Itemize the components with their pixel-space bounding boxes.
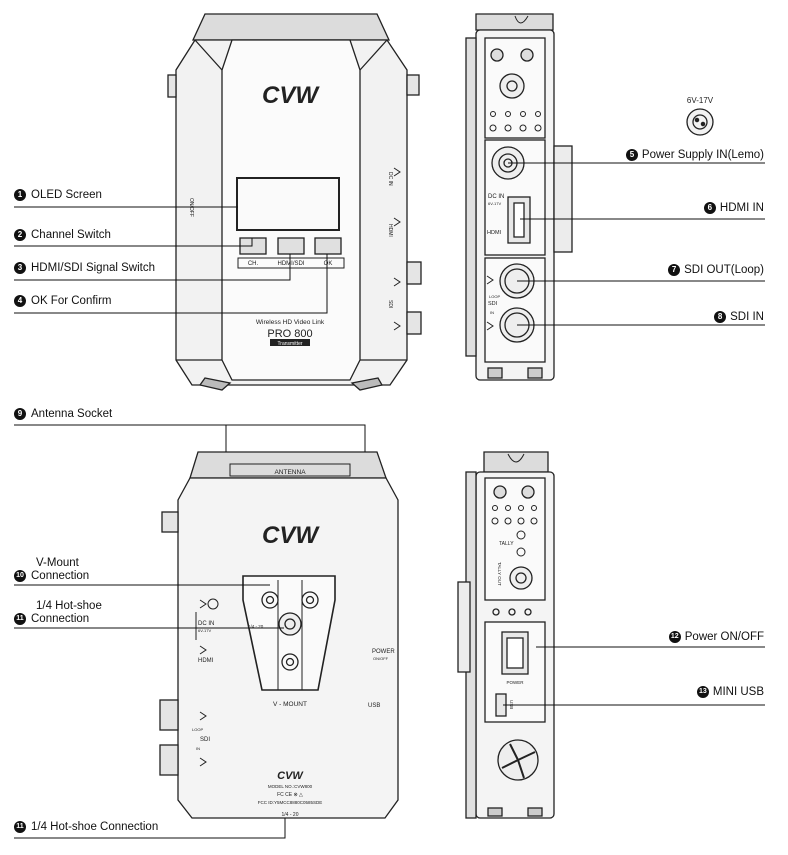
side2-tally-out: TALLY OUT [497, 562, 502, 586]
back-usb: USB [368, 703, 380, 709]
brand-logo-small: CVW [277, 770, 304, 782]
callout-number: 9 [14, 408, 26, 420]
side-dcin: DC IN [488, 194, 504, 200]
lemo-connector-icon [686, 108, 714, 136]
callout-v-mount: V-Mount 10 Connection [14, 557, 89, 583]
side-sdi: SDI [488, 301, 498, 307]
callout-number: 6 [703, 202, 716, 214]
back-fcc-id: FCC ID:Y5MCC8880C0585SDE [258, 800, 323, 805]
side-dcin-volt: 6V-17V [488, 201, 501, 206]
side-view-2-device [457, 451, 555, 819]
callout-number: 12 [668, 631, 681, 643]
callout-number: 11 [14, 821, 26, 833]
callout-number: 8 [714, 311, 727, 323]
callout-oled-screen: 1 OLED Screen [14, 189, 102, 202]
btn-ok-label: OK [324, 261, 333, 267]
callout-number: 2 [14, 229, 26, 241]
callout-text: 1/4 Hot-shoe [36, 600, 102, 612]
side2-usb: USB [509, 700, 514, 709]
front-port-hdmi: HDMI [387, 224, 393, 237]
side-loop: LOOP [489, 294, 500, 299]
back-quarter: 1/4 - 20 [248, 624, 264, 629]
callout-text: Antenna Socket [31, 408, 113, 421]
callout-text: OLED Screen [31, 189, 102, 202]
front-port-dcin: DC IN [387, 172, 393, 186]
brand-logo-front: CVW [262, 82, 320, 109]
callout-text: OK For Confirm [31, 295, 112, 308]
back-onoff: ON/OFF [373, 656, 389, 661]
callout-text-2: Connection [31, 570, 90, 583]
front-side-onoff: ON/OFF [188, 198, 194, 217]
callout-text: SDI OUT(Loop) [684, 264, 764, 277]
back-dcin-volt: 6V-17V [198, 628, 211, 633]
back-model-no: MODEL NO.:CVW800 [268, 784, 313, 789]
lemo-voltage: 6V-17V [687, 96, 714, 105]
front-view-device [167, 13, 422, 391]
back-power: POWER [372, 649, 395, 655]
front-product-line: Wireless HD Video Link [256, 319, 325, 326]
back-dcin: DC IN [198, 621, 214, 627]
badge-bg [270, 339, 310, 346]
btn-ch-label: CH. [248, 261, 259, 267]
callout-hot-shoe-bottom: 11 1/4 Hot-shoe Connection [14, 821, 158, 834]
back-loop: LOOP [192, 727, 203, 732]
back-vmount: V - MOUNT [273, 701, 307, 708]
side-in: IN [490, 310, 494, 315]
callout-number: 3 [14, 262, 26, 274]
callout-text: Channel Switch [31, 229, 111, 242]
side-view-device [465, 13, 573, 381]
callout-antenna-socket: 9 Antenna Socket [14, 408, 112, 421]
callout-hdmi-sdi-switch: 3 HDMI/SDI Signal Switch [14, 262, 155, 275]
callout-channel-switch: 2 Channel Switch [14, 229, 111, 242]
front-model: PRO 800 [267, 328, 312, 340]
callout-ok-confirm: 4 OK For Confirm [14, 295, 112, 308]
back-antenna: ANTENNA [274, 469, 306, 476]
side-hdmi: HDMI [487, 230, 502, 236]
callout-number: 11 [14, 613, 26, 625]
front-port-sdi: SDI [387, 300, 393, 308]
callout-number: 10 [14, 570, 26, 582]
front-badge: Transmitter [277, 341, 302, 347]
back-bottom-mark: 1/4 - 20 [282, 812, 299, 818]
brand-logo-back: CVW [262, 522, 320, 549]
btn-hdmi-sdi-label: HDMI/SDI [278, 261, 305, 267]
callout-number: 13 [696, 686, 709, 698]
side2-tally: TALLY [499, 541, 514, 547]
callout-number: 1 [14, 189, 26, 201]
callout-text: HDMI IN [719, 202, 764, 215]
callout-text: Power Supply IN(Lemo) [641, 149, 764, 162]
callout-lines [14, 162, 765, 839]
side2-power: POWER [506, 680, 524, 685]
device-labels: CVW ON/OFF CH. HDMI/SDI OK Wireless HD V… [188, 82, 714, 818]
back-sdi: SDI [200, 737, 210, 743]
callout-text-2: Connection [31, 613, 90, 626]
callout-text: HDMI/SDI Signal Switch [31, 262, 155, 275]
back-view-device [159, 451, 399, 819]
callout-text: SDI IN [730, 311, 764, 324]
callout-number: 5 [625, 149, 638, 161]
back-in: IN [196, 746, 200, 751]
callout-text: MINI USB [712, 686, 764, 699]
callout-number: 4 [14, 295, 26, 307]
back-hdmi: HDMI [198, 658, 214, 664]
back-certs: FC CE ⊗ △ [277, 792, 303, 798]
callout-text: Power ON/OFF [684, 631, 764, 644]
callout-hot-shoe: 1/4 Hot-shoe 11 Connection [14, 600, 102, 626]
callout-text: V-Mount [36, 557, 79, 569]
callout-number: 7 [668, 264, 681, 276]
callout-text: 1/4 Hot-shoe Connection [31, 821, 159, 834]
